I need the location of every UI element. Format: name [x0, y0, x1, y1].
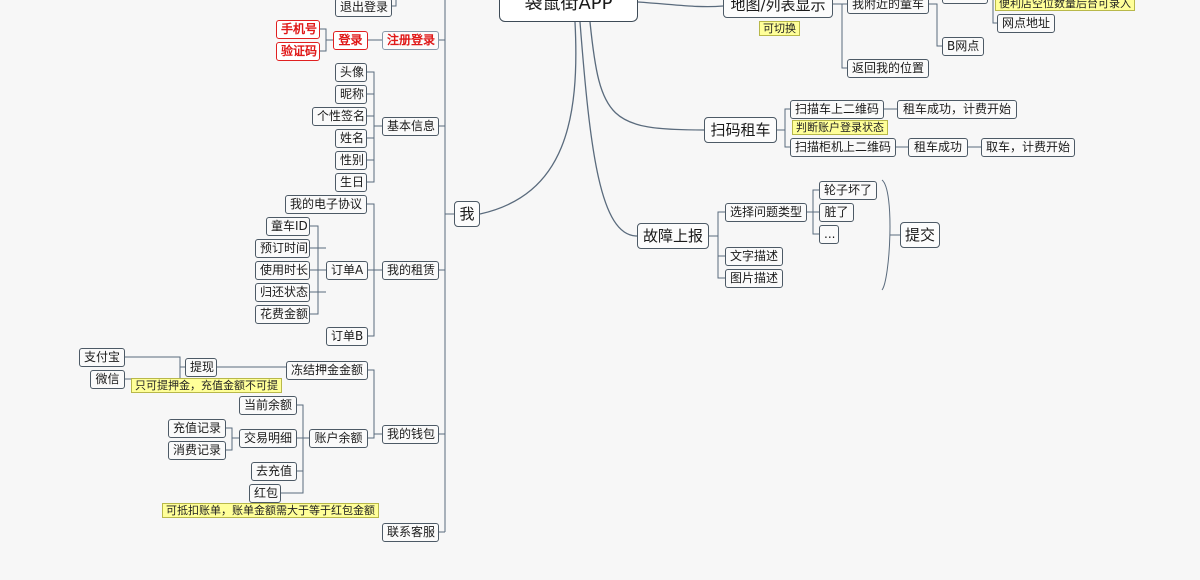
connector-33 — [367, 71, 375, 183]
connector-16 — [717, 256, 725, 279]
connector-29 — [392, 0, 397, 7]
login-check-note: 判断账户登录状态 — [792, 120, 888, 135]
choose-type-node[interactable]: 选择问题类型 — [725, 203, 807, 222]
connector-54 — [226, 427, 233, 451]
connector-3 — [637, 1, 724, 8]
info-gender-node[interactable]: 性别 — [335, 151, 367, 170]
withdraw-note: 只可提押金，充值金额不可提 — [131, 378, 282, 393]
connector-50 — [297, 404, 309, 439]
switch-note: 可切换 — [759, 21, 800, 36]
pick-car-billing-node[interactable]: 取车，计费开始 — [981, 138, 1075, 157]
connector-8 — [992, 0, 997, 24]
connector-45 — [368, 369, 375, 439]
rent-success-billing-node[interactable]: 租车成功，计费开始 — [897, 100, 1017, 119]
info-signature-node[interactable]: 个性签名 — [312, 107, 367, 126]
b-site-node[interactable]: B网点 — [942, 37, 984, 56]
order-cost-node[interactable]: 花费金额 — [255, 305, 310, 324]
red-packet-note: 可抵扣账单，账单金额需大于等于红包金额 — [162, 503, 379, 518]
connector-20 — [881, 179, 891, 291]
rent-success-node[interactable]: 租车成功 — [908, 138, 968, 157]
info-name-node[interactable]: 姓名 — [335, 129, 367, 148]
connector-9 — [777, 108, 790, 131]
verify-code-node[interactable]: 验证码 — [276, 42, 320, 61]
connector-2 — [579, 21, 638, 237]
connector-31 — [320, 28, 327, 52]
recharge-node[interactable]: 去充值 — [251, 462, 297, 481]
text-desc-node[interactable]: 文字描述 — [725, 247, 783, 266]
map-list-node[interactable]: 地图/列表显示 — [723, 0, 833, 18]
info-avatar-node[interactable]: 头像 — [335, 63, 367, 82]
type-wheel-node[interactable]: 轮子坏了 — [819, 181, 877, 200]
connector-15 — [717, 236, 725, 257]
register-login-node[interactable]: 注册登录 — [382, 31, 439, 50]
recharge-record-node[interactable]: 充值记录 — [168, 419, 226, 438]
alipay-node[interactable]: 支付宝 — [79, 348, 125, 367]
transactions-node[interactable]: 交易明细 — [239, 429, 297, 448]
order-b-node[interactable]: 订单B — [326, 327, 368, 346]
submit-node[interactable]: 提交 — [900, 222, 940, 248]
connector-17 — [807, 189, 819, 213]
type-more-node[interactable]: ... — [819, 225, 839, 244]
account-balance-node[interactable]: 账户余额 — [309, 429, 368, 448]
order-return-node[interactable]: 归还状态 — [255, 283, 310, 302]
phone-node[interactable]: 手机号 — [276, 20, 320, 39]
order-book-time-node[interactable]: 预订时间 — [255, 239, 310, 258]
consume-record-node[interactable]: 消费记录 — [168, 441, 226, 460]
connector-5 — [841, 4, 847, 69]
contact-service-node[interactable]: 联系客服 — [382, 523, 439, 542]
connector-14 — [709, 211, 725, 237]
connector-53 — [281, 471, 304, 494]
e-agreement-node[interactable]: 我的电子协议 — [285, 195, 367, 214]
connector-10 — [784, 130, 790, 148]
nearby-cars-node[interactable]: 我附近的童车 — [847, 0, 929, 14]
wechat-node[interactable]: 微信 — [90, 370, 125, 389]
fault-report-node[interactable]: 故障上报 — [637, 223, 709, 249]
connector-19 — [812, 212, 819, 235]
scan-cabinet-qr-node[interactable]: 扫描柜机上二维码 — [790, 138, 896, 157]
order-car-id-node[interactable]: 童车ID — [266, 217, 310, 236]
info-birthday-node[interactable]: 生日 — [335, 173, 367, 192]
shop-slot-note: 便利店空位数量后台可录入 — [995, 0, 1135, 11]
frozen-deposit-node[interactable]: 冻结押金金额 — [286, 361, 368, 380]
my-rental-node[interactable]: 我的租赁 — [382, 261, 439, 280]
type-dirty-node[interactable]: 脏了 — [819, 203, 854, 222]
site-address-node[interactable]: 网点地址 — [997, 14, 1055, 33]
scan-rent-node[interactable]: 扫码租车 — [704, 117, 777, 143]
me-node[interactable]: 我 — [454, 201, 480, 227]
connector-48 — [125, 356, 181, 380]
connector-1 — [589, 21, 705, 131]
image-desc-node[interactable]: 图片描述 — [725, 269, 783, 288]
current-balance-node[interactable]: 当前余额 — [239, 396, 297, 415]
withdraw-node[interactable]: 提现 — [185, 358, 217, 377]
order-duration-node[interactable]: 使用时长 — [255, 261, 310, 280]
basic-info-node[interactable]: 基本信息 — [382, 117, 439, 136]
order-a-node[interactable]: 订单A — [326, 261, 368, 280]
info-nickname-node[interactable]: 昵称 — [335, 85, 367, 104]
red-packet-node[interactable]: 红包 — [249, 484, 281, 503]
scan-car-qr-node[interactable]: 扫描车上二维码 — [790, 100, 884, 119]
root-node[interactable]: 袋鼠街APP — [499, 0, 638, 22]
connector-6 — [929, 3, 942, 47]
back-location-node[interactable]: 返回我的位置 — [847, 59, 929, 78]
logout-node[interactable]: 退出登录 — [335, 0, 392, 17]
my-wallet-node[interactable]: 我的钱包 — [382, 425, 439, 444]
login-node[interactable]: 登录 — [333, 31, 368, 50]
collapsed-node[interactable] — [942, 0, 988, 4]
connector-0 — [479, 21, 577, 215]
connector-52 — [297, 438, 304, 472]
